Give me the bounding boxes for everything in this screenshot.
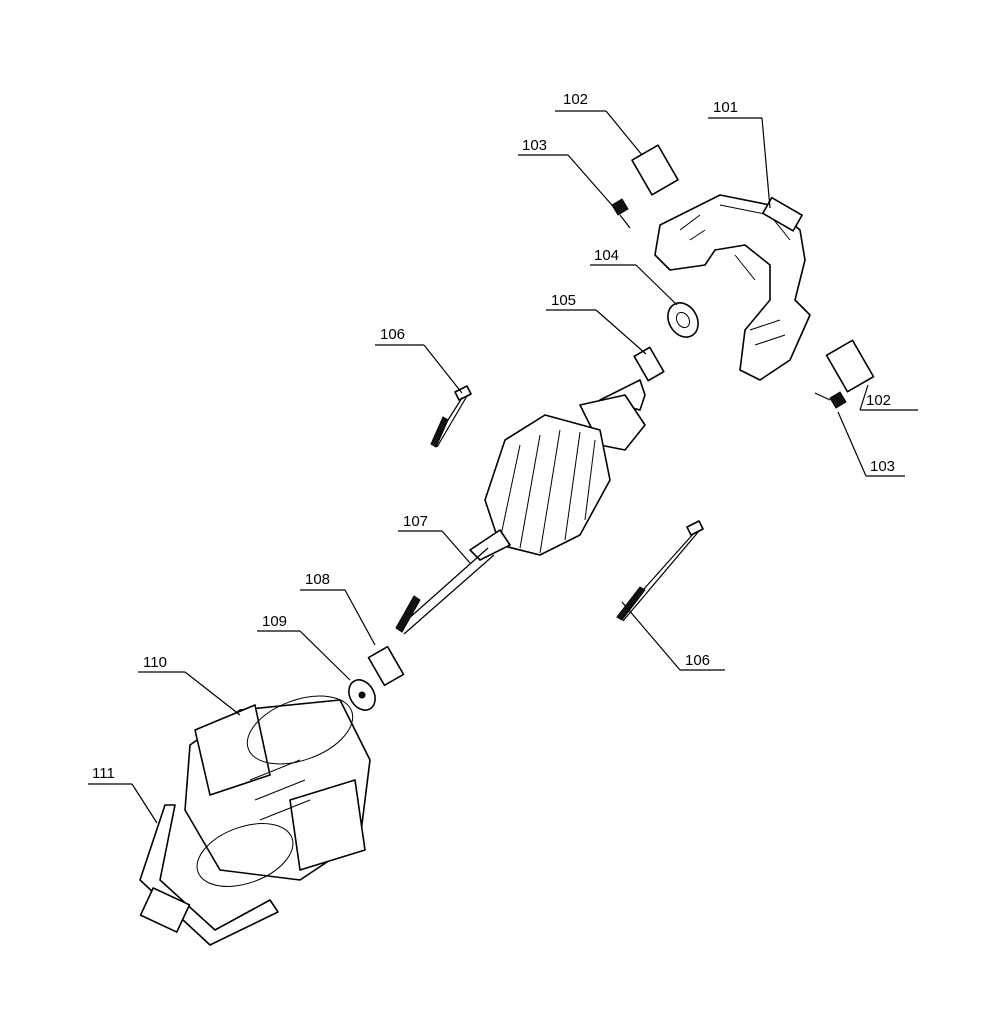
leader-line-109 (299, 630, 351, 681)
part-labels: 101 102 102 103 103 104 105 106 106 107 108 109 110 1… (92, 91, 895, 782)
part-label-110: 110 (143, 654, 167, 671)
part-label-104: 104 (594, 247, 619, 264)
part-102-brush-right (825, 339, 875, 393)
part-105-bearing (633, 346, 665, 382)
part-110-stator (184, 695, 371, 887)
part-101-brush-holder (654, 194, 811, 381)
part-label-106a: 106 (380, 326, 405, 343)
part-label-105: 105 (551, 292, 576, 309)
leader-line-102a (605, 110, 643, 156)
part-103-spring-right (814, 391, 847, 409)
leader-line-108 (344, 589, 376, 646)
leader-line-103b (837, 411, 867, 477)
part-label-108: 108 (305, 571, 330, 588)
part-106-screw-upper (430, 385, 472, 448)
part-103-spring-top (611, 198, 631, 229)
leader-line-105 (595, 309, 647, 355)
part-106-screw-lower (616, 520, 704, 622)
part-label-111: 111 (92, 765, 115, 782)
part-label-109: 109 (262, 613, 287, 630)
leader-line-107 (441, 530, 471, 564)
part-108-bearing (367, 645, 405, 687)
leader-line-106a (423, 344, 463, 394)
part-111-bracket (139, 804, 279, 946)
part-label-101: 101 (713, 99, 738, 116)
part-104-bearing-holder (667, 302, 699, 338)
leader-line-103a (567, 154, 619, 213)
part-label-102a: 102 (563, 91, 588, 108)
leader-line-101 (761, 117, 771, 209)
part-label-107: 107 (403, 513, 428, 530)
leader-line-102b (859, 384, 869, 411)
leader-line-104 (635, 264, 678, 306)
leader-line-106b (621, 601, 681, 671)
part-label-102b: 102 (866, 392, 891, 409)
part-109-washer (348, 679, 376, 711)
part-102-brush-top (631, 144, 679, 196)
part-label-103a: 103 (522, 137, 547, 154)
leader-line-110 (184, 671, 241, 716)
part-label-106b: 106 (685, 652, 710, 669)
part-label-103b: 103 (870, 458, 895, 475)
leader-lines (88, 110, 918, 824)
part-107-armature (395, 379, 646, 635)
leader-line-111 (131, 783, 158, 824)
